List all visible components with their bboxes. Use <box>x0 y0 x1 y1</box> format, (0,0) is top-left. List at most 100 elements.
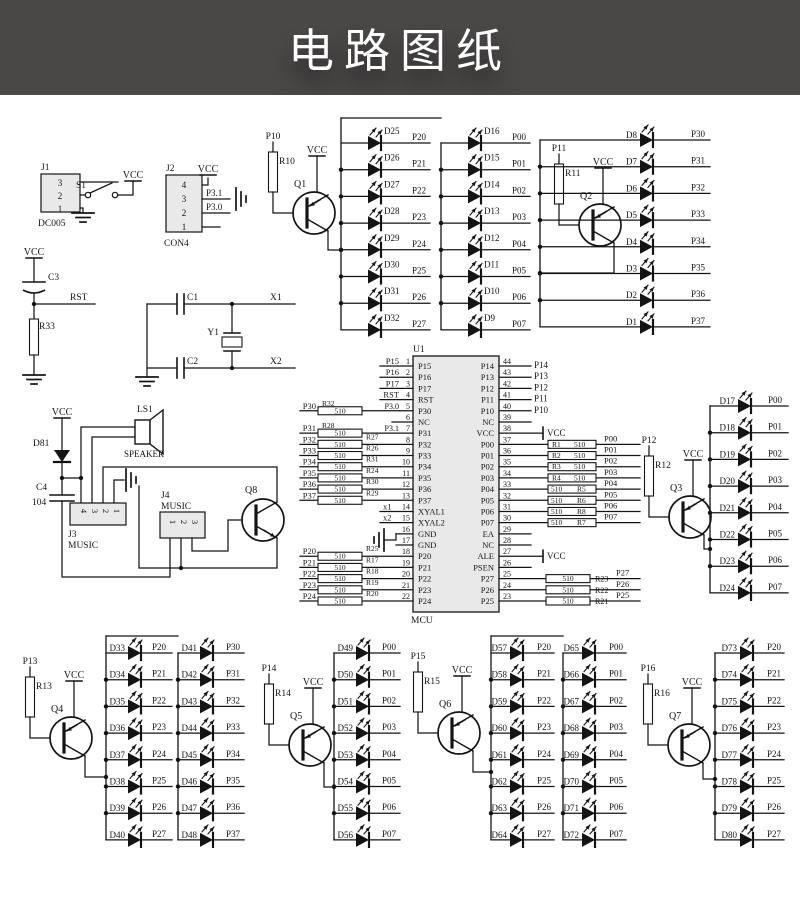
led-ref: D36 <box>110 723 126 733</box>
mcu-pin-num: 19 <box>402 558 410 567</box>
led-icon <box>356 672 369 687</box>
led-ref: D35 <box>110 696 126 706</box>
transistor-ref: Q4 <box>51 704 63 715</box>
led-icon <box>356 726 369 741</box>
vcc-label: VCC <box>52 407 73 418</box>
net-label: P07 <box>768 582 783 592</box>
led-icon <box>468 189 481 204</box>
led-ref: D69 <box>564 750 580 760</box>
resistor-body <box>317 473 363 483</box>
led-icon <box>510 779 523 794</box>
led-ref: D23 <box>720 556 736 566</box>
j4-ref: J4 <box>161 491 170 501</box>
mcu-pin-num: 22 <box>402 592 410 601</box>
led-icon <box>740 779 753 794</box>
mcu-pin-num: 30 <box>503 514 511 523</box>
led-ref: D11 <box>484 260 499 270</box>
led-ref: D62 <box>492 777 508 787</box>
net-label: P24 <box>412 239 427 249</box>
j1-pin-number: 1 <box>58 204 63 214</box>
led-ref: D61 <box>492 750 508 760</box>
led-icon <box>640 319 653 334</box>
led-ref: D58 <box>492 670 508 680</box>
led-ref: D79 <box>722 803 738 813</box>
mcu-pin-name: P21 <box>418 562 431 572</box>
crystal-ref: Y1 <box>207 328 219 338</box>
cap-ref: C1 <box>187 293 198 303</box>
mcu-pin-num: 10 <box>402 458 410 467</box>
led-ref: D59 <box>492 696 508 706</box>
resistor-value: 510 <box>551 518 563 527</box>
resistor-value: 510 <box>574 440 586 449</box>
resistor-value: 510 <box>334 585 346 594</box>
schematic-canvas: J1321DC005S1VCCJ24321VCCP3.1P3.0CON4VCCC… <box>22 117 789 849</box>
led-ref: D80 <box>722 830 738 840</box>
net-label: P07 <box>512 319 527 329</box>
net-label: P02 <box>604 456 617 466</box>
mcu-pin-net: P3.0 <box>385 402 399 411</box>
mcu-pin-name: P01 <box>481 451 494 461</box>
mcu-pin-num: 15 <box>402 514 410 523</box>
led-icon <box>510 806 523 821</box>
led-column-d16-d9: D16P00D15P01D14P02D13P03D12P04D11P05D10P… <box>438 126 531 338</box>
resistor-ref: R27 <box>366 432 379 441</box>
mcu-pin-num: 13 <box>402 491 410 500</box>
mcu-pin-num: 36 <box>503 447 511 456</box>
resistor-value: 510 <box>334 596 346 605</box>
resistor-value: 510 <box>562 585 574 594</box>
led-ref: D67 <box>564 696 580 706</box>
led-icon <box>510 726 523 741</box>
led-icon <box>368 269 381 284</box>
net-label: P22 <box>412 185 426 195</box>
mcu-name: MCU <box>411 616 433 626</box>
resistor-body <box>545 574 591 584</box>
led-icon <box>738 559 751 574</box>
transistor-ref: Q5 <box>290 711 302 722</box>
mcu-pin-num: 44 <box>503 357 511 366</box>
net-label: P31 <box>691 156 705 166</box>
led-icon <box>128 672 141 687</box>
mcu-pin-num: 37 <box>503 435 511 444</box>
led-ref: D72 <box>564 830 580 840</box>
resistor-value: 510 <box>551 507 563 516</box>
mcu-pin-num: 33 <box>503 480 511 489</box>
mcu-pin-name: P02 <box>481 462 494 472</box>
resistor-body <box>547 495 597 505</box>
net-label: P05 <box>512 266 527 276</box>
led-ref: D37 <box>110 750 126 760</box>
resistor-value: 510 <box>334 451 346 460</box>
led-icon <box>200 806 213 821</box>
mcu-pin-name: P11 <box>481 395 494 405</box>
led-icon <box>640 159 653 174</box>
led-icon <box>356 779 369 794</box>
j2-pin-number: 4 <box>182 180 187 190</box>
j4-pin-number: 3 <box>190 520 200 524</box>
led-ref: D34 <box>110 670 126 680</box>
net-label: P06 <box>609 802 624 812</box>
led-icon <box>200 752 213 767</box>
net-label: P3.1 <box>206 188 222 198</box>
net-label: P30 <box>691 129 706 139</box>
led-icon <box>510 832 523 847</box>
net-label: P20 <box>412 132 427 142</box>
resistor-value: 510 <box>334 440 346 449</box>
net-label: P14 <box>262 664 277 674</box>
led-icon <box>582 832 595 847</box>
mcu-body <box>412 355 500 613</box>
led-ref: D68 <box>564 723 580 733</box>
transistor-icon <box>292 191 336 235</box>
resistor-value: 510 <box>334 574 346 583</box>
net-label: P31 <box>303 423 316 433</box>
j3-body <box>69 502 127 526</box>
led-icon <box>128 646 141 660</box>
led-icon <box>510 646 523 660</box>
led-ref: D31 <box>384 286 400 296</box>
mcu-pin-net: P3.1 <box>385 424 399 433</box>
